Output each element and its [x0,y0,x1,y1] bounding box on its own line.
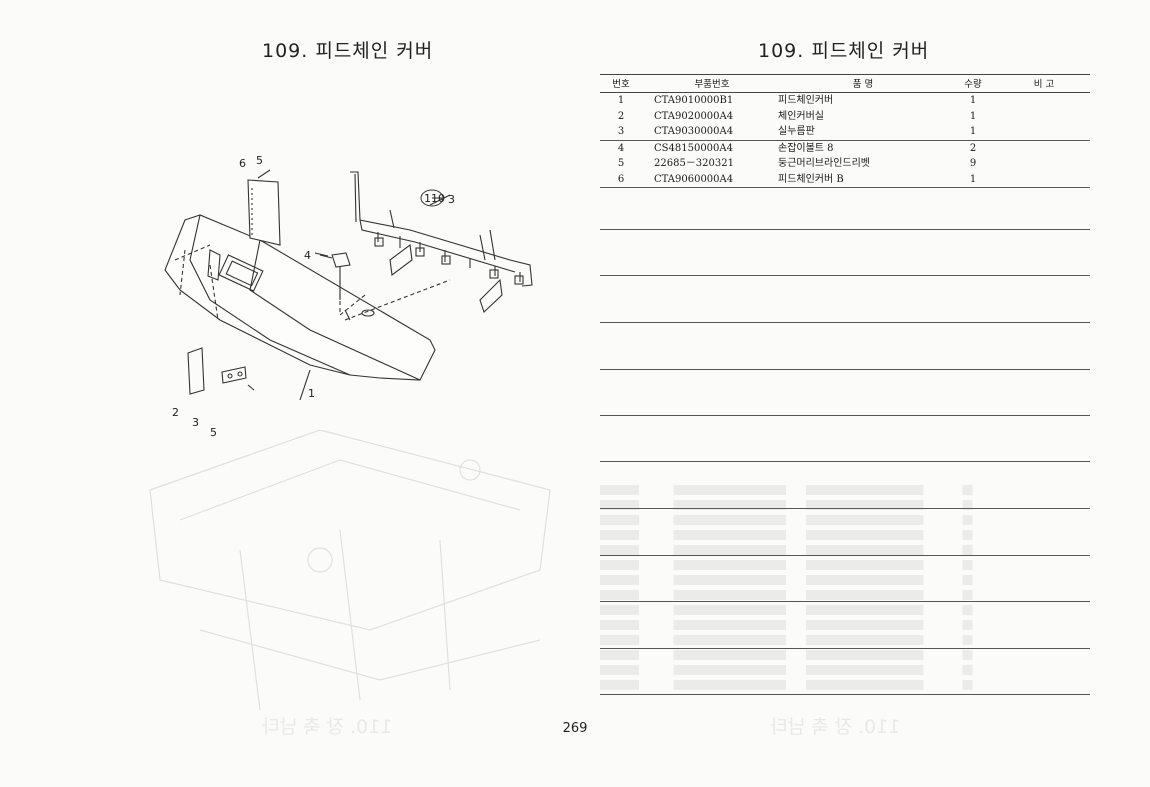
table-rule [600,508,1090,509]
table-row: 6 CTA9060000A4 피드체인커버 B 1 [600,171,1090,188]
cell-no: 5 [617,158,625,169]
left-page: 109. 피드체인 커버 [149,40,551,738]
feed-chain-cover-illustration: 110 3 6 5 4 2 3 5 1 [164,154,533,439]
callout-3-bottom: 3 [192,416,199,429]
cell-note [998,124,1090,141]
right-page: 109. 피드체인 커버 번호 부품번호 품 명 수량 비 고 1 CTA901… [580,0,1150,787]
header-name: 품 명 [770,74,948,93]
table-rule [600,601,1090,602]
parts-list-table: 번호 부품번호 품 명 수량 비 고 1 CTA9010000B1 피드체인커버… [600,74,1090,188]
callout-2: 2 [172,406,179,419]
table-rule [600,369,1090,370]
callout-5-bottom: 5 [210,426,217,439]
cell-name: 피드체인커버 [778,95,834,106]
cell-no: 2 [617,110,625,122]
cell-qty: 1 [969,110,977,122]
table-row: 3 CTA9030000A4 실누름판 1 [600,124,1090,141]
cell-part-no: CTA9060000A4 [642,171,770,188]
callout-1: 1 [308,387,315,400]
callout-4: 4 [304,249,311,262]
callout-5-top: 5 [256,154,263,167]
cell-no: 1 [617,95,625,106]
header-part-no: 부품번호 [642,74,770,93]
cell-note [998,140,1090,156]
exploded-parts-diagram: 110 3 6 5 4 2 3 5 1 [150,150,550,450]
table-rule [600,555,1090,556]
left-page-title: 109. 피드체인 커버 [262,40,434,62]
table-row: 1 CTA9010000B1 피드체인커버 1 [600,93,1090,109]
table-rule [600,694,1090,695]
header-qty: 수량 [948,74,998,93]
cell-no: 3 [600,124,642,141]
cell-part-no: CTA9020000A4 [654,110,734,122]
cell-no: 4 [617,142,625,154]
table-rule [600,461,1090,462]
table-row: 2 CTA9020000A4 체인커버실 1 [600,109,1090,125]
cell-qty: 1 [948,124,998,141]
cell-part-no: CTA9030000A4 [642,124,770,141]
cell-part-no: 22685－320321 [654,158,734,169]
cell-qty: 2 [969,142,977,154]
table-rule [600,229,1090,230]
page-number: 269 [562,721,588,736]
cell-part-no: CS48150000A4 [654,142,733,154]
cell-name: 둥근머리브라인드리벳 [778,158,870,169]
cell-part-no: CTA9010000B1 [654,95,734,106]
cell-note [998,93,1090,109]
cell-name: 체인커버실 [778,110,824,122]
bleed-through-ghost-rows [600,480,1090,695]
header-note: 비 고 [998,74,1090,93]
cell-name: 피드체인커버 B [770,171,948,188]
cell-name: 실누름판 [770,124,948,141]
table-row: 4 CS48150000A4 손잡이볼트 8 2 [600,140,1090,156]
cell-note [998,171,1090,188]
cell-no: 6 [600,171,642,188]
cell-qty: 1 [948,171,998,188]
callout-circle-icon [420,189,444,207]
cell-qty: 9 [969,158,977,169]
header-no: 번호 [600,74,642,93]
callout-6: 6 [239,157,246,170]
table-rule [600,275,1090,276]
right-page-title: 109. 피드체인 커버 [758,40,930,62]
table-header-row: 번호 부품번호 품 명 수량 비 고 [600,74,1090,93]
table-rule [600,415,1090,416]
cell-name: 손잡이볼트 8 [778,142,834,154]
cell-qty: 1 [969,95,977,106]
callout-110: 110 [424,192,445,205]
cell-note [998,109,1090,125]
bleed-through-ghost-image [149,430,551,711]
table-row: 5 22685－320321 둥근머리브라인드리벳 9 [600,156,1090,172]
cell-note [998,156,1090,172]
table-rule [600,322,1090,323]
callout-3-top: 3 [448,193,455,206]
table-rule [600,648,1090,649]
